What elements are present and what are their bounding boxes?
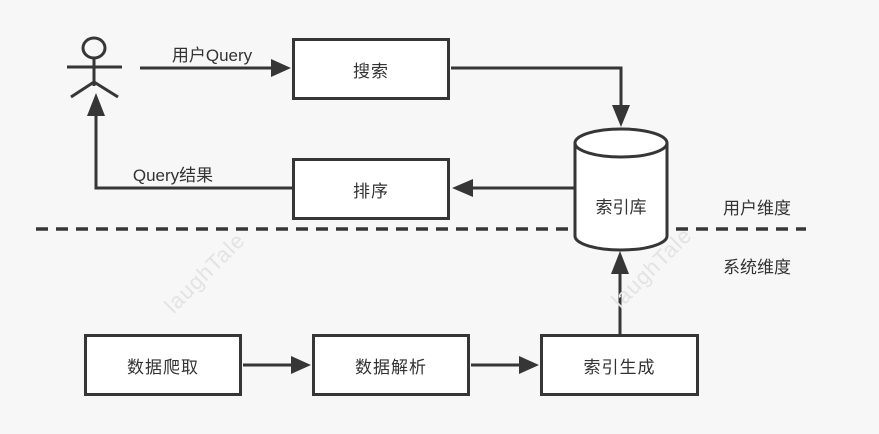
node-rank: 排序 [292, 158, 450, 220]
arrow-rank-to-user [87, 93, 292, 190]
node-data-parse-label: 数据解析 [355, 357, 427, 377]
node-search: 搜索 [292, 38, 450, 100]
node-rank-label: 排序 [353, 181, 389, 201]
user-actor-icon [67, 36, 122, 99]
zone-label-system-dimension: 系统维度 [723, 258, 791, 277]
arrow-search-to-indexdb [451, 66, 630, 127]
index-db-cylinder [573, 127, 669, 252]
edge-label-query-result: Query结果 [132, 166, 214, 185]
arrow-user-to-search [140, 59, 291, 77]
node-index-generate-label: 索引生成 [583, 357, 656, 377]
edge-label-user-query: 用户Query [171, 46, 253, 65]
arrow-parse-to-indexgen [471, 356, 539, 374]
node-data-parse: 数据解析 [312, 334, 470, 396]
zone-label-user-dimension: 用户维度 [723, 199, 791, 218]
node-data-crawl-label: 数据爬取 [127, 357, 199, 377]
node-data-crawl: 数据爬取 [84, 334, 242, 396]
arrow-indexgen-to-indexdb [611, 251, 629, 334]
arrow-crawl-to-parse [243, 356, 311, 374]
index-db-label: 索引库 [595, 198, 647, 217]
node-search-label: 搜索 [353, 61, 389, 81]
node-index-generate: 索引生成 [540, 334, 699, 396]
